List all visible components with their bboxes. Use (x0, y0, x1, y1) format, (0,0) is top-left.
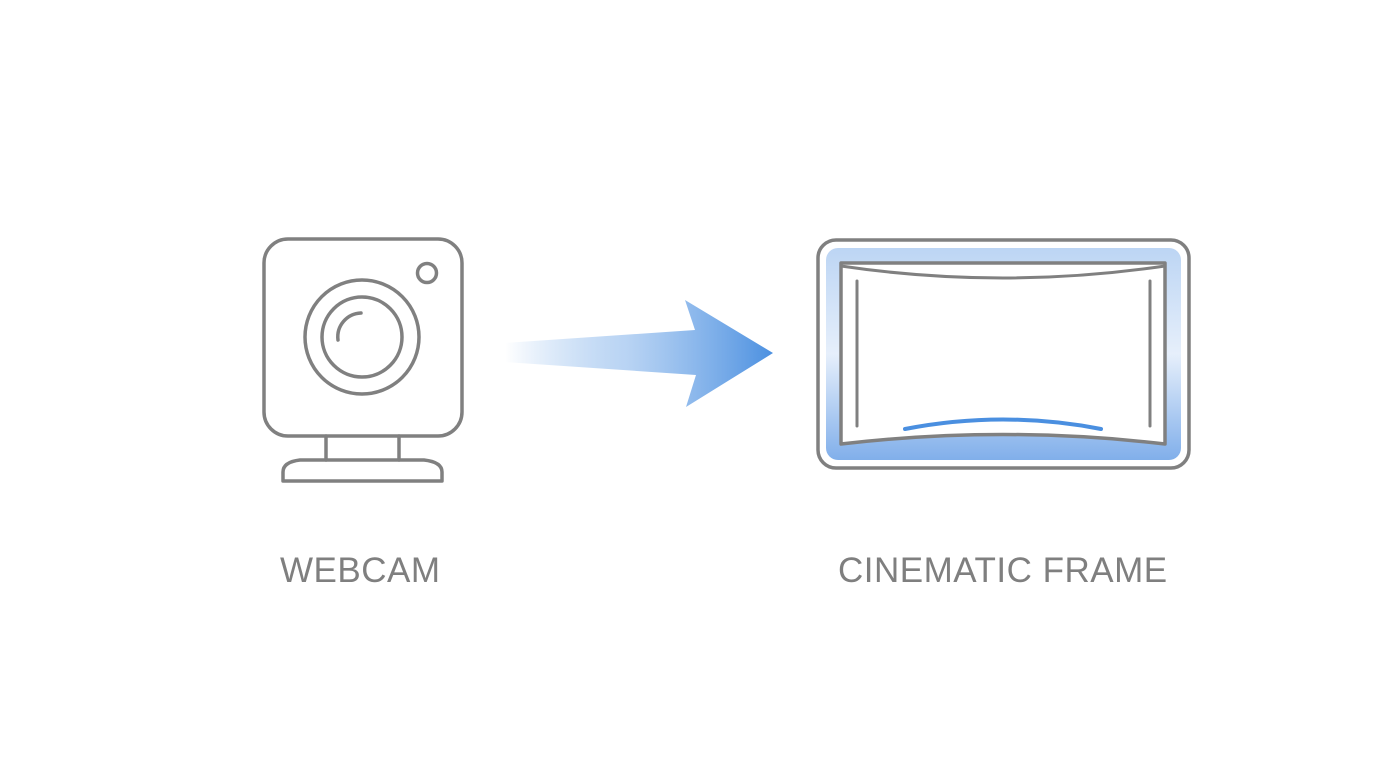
cinematic-frame-icon (816, 238, 1191, 470)
right-arrow-icon (505, 300, 773, 407)
webcam-icon (262, 237, 464, 483)
webcam-label: WEBCAM (280, 551, 441, 590)
cinematic-frame-label: CINEMATIC FRAME (838, 551, 1168, 590)
